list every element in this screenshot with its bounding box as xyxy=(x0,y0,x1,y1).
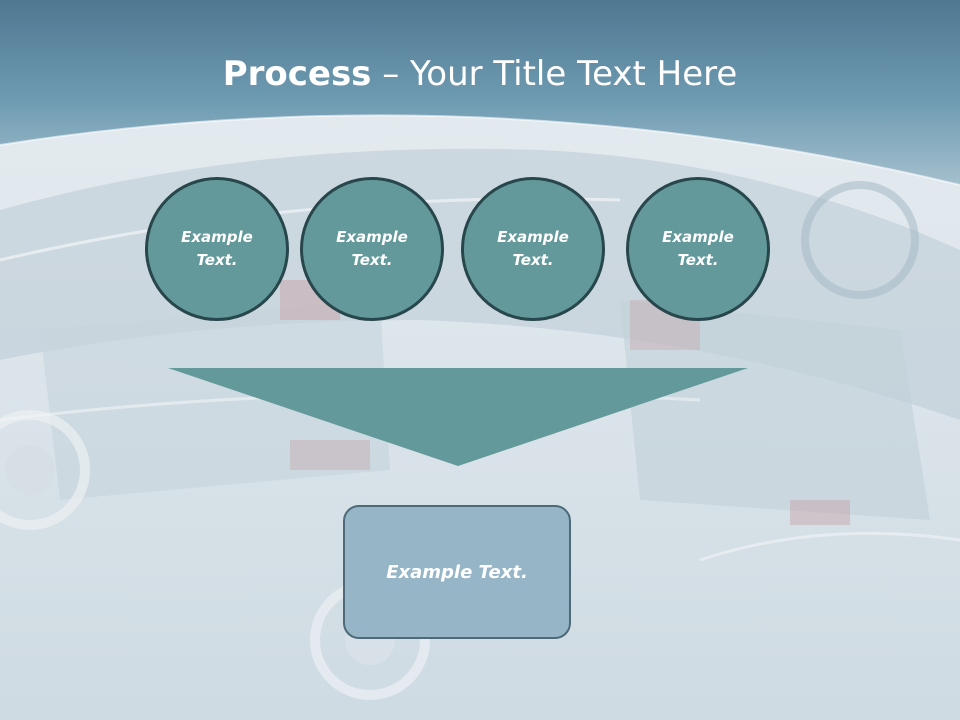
result-label: Example Text. xyxy=(386,561,528,583)
slide-title: Process – Your Title Text Here xyxy=(0,52,960,96)
process-step-label: Example Text. xyxy=(497,228,569,269)
funnel-arrow xyxy=(168,368,748,466)
process-step-label: Example Text. xyxy=(662,228,734,269)
process-step-label: Example Text. xyxy=(181,228,253,269)
process-step-4: Example Text. xyxy=(626,177,770,321)
process-step-2: Example Text. xyxy=(300,177,444,321)
result-box: Example Text. xyxy=(343,505,571,639)
title-rest: – Your Title Text Here xyxy=(371,54,738,94)
title-bold: Process xyxy=(222,54,372,94)
process-step-3: Example Text. xyxy=(461,177,605,321)
process-step-label: Example Text. xyxy=(336,228,408,269)
process-step-1: Example Text. xyxy=(145,177,289,321)
